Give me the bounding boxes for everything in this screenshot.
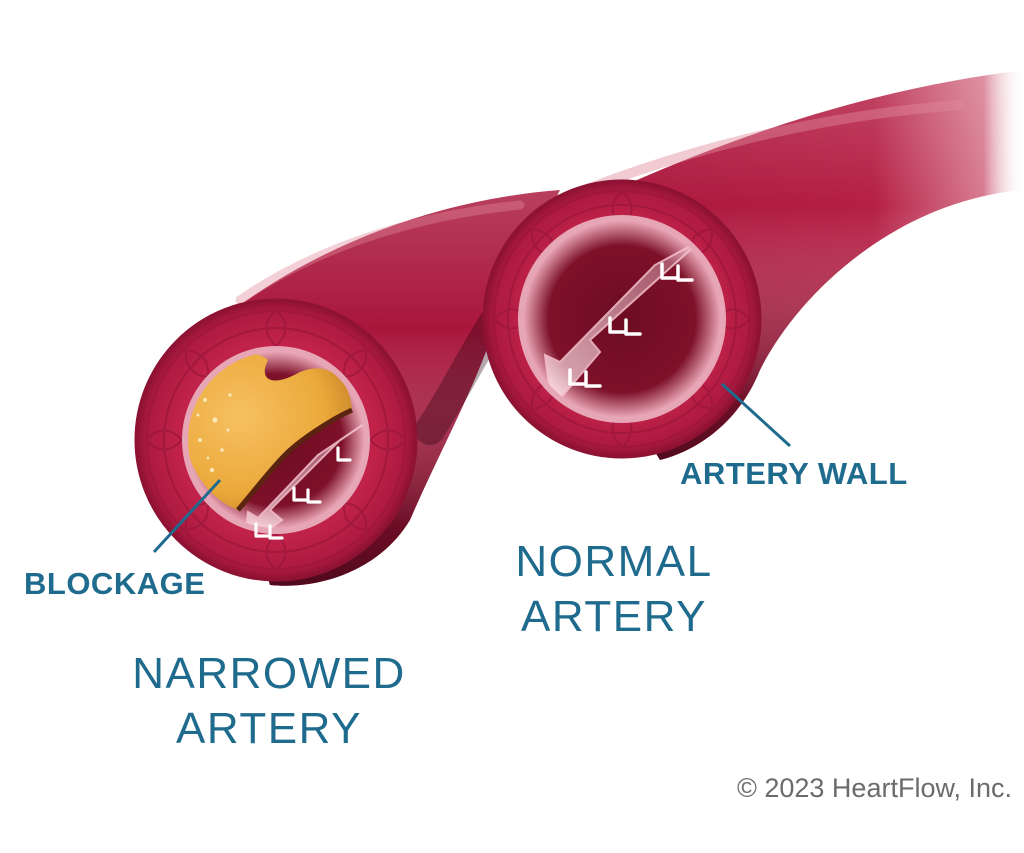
narrowed-artery-label: NARROWED ARTERY (128, 646, 410, 756)
artery-wall-texture (144, 308, 408, 572)
plaque-blob (188, 352, 352, 510)
normal-artery-label: NORMAL ARTERY (508, 534, 720, 644)
chevron-arrow-icon (568, 262, 694, 388)
blockage-label: BLOCKAGE (24, 566, 206, 601)
narrowed-artery-label-line1: NARROWED (132, 649, 406, 698)
copyright-text: © 2023 HeartFlow, Inc. (736, 773, 1012, 803)
normal-artery-label-line2: ARTERY (521, 592, 707, 641)
normal-artery-label-line1: NORMAL (515, 537, 713, 586)
narrowed-artery-cross-section (134, 298, 418, 582)
normal-artery-cross-section (482, 179, 762, 459)
narrowed-artery-label-line2: ARTERY (176, 704, 362, 753)
artery-wall-pointer (720, 382, 792, 448)
blockage-pointer (152, 478, 222, 554)
artery-wall-label: ARTERY WALL (680, 456, 908, 491)
chevron-arrow-icon (254, 446, 352, 540)
blood-flow-arrow-narrowed (242, 419, 364, 528)
